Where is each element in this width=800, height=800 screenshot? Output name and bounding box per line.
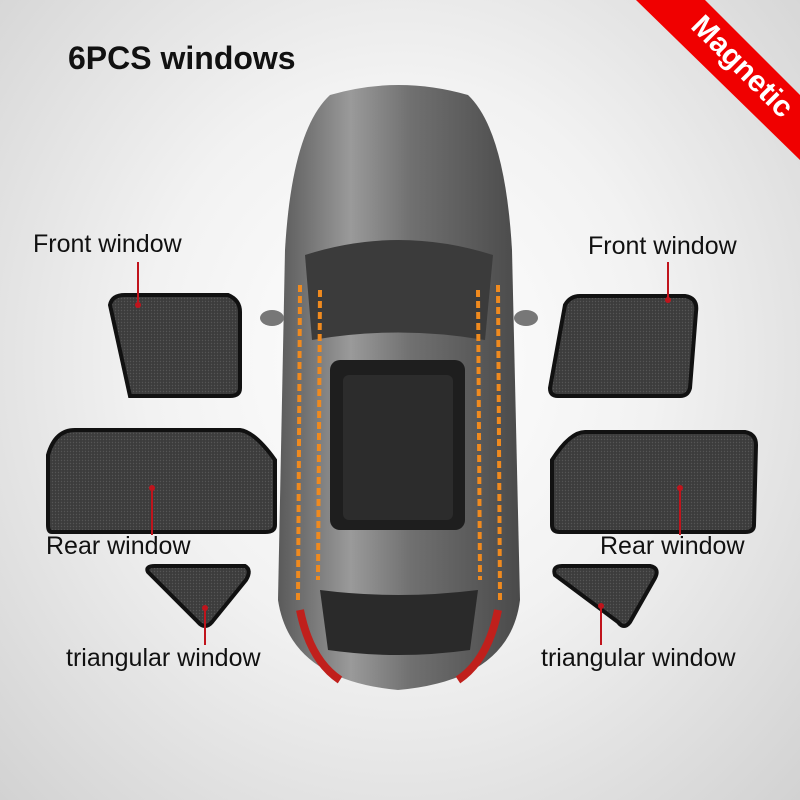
label-right-front-window: Front window [588, 232, 737, 260]
page-title: 6PCS windows [68, 40, 296, 76]
magnetic-banner [636, 0, 800, 160]
label-left-front-window: Front window [33, 230, 182, 258]
pointer-lines [137, 262, 681, 645]
left-rear-window-shade [46, 428, 277, 534]
right-front-window-shade [547, 294, 699, 398]
label-left-rear-window: Rear window [46, 532, 191, 560]
label-right-rear-window: Rear window [600, 532, 745, 560]
label-left-triangular-window: triangular window [66, 644, 261, 672]
right-triangular-window-shade [552, 564, 659, 628]
car-top-view [260, 85, 538, 690]
left-front-window-shade [107, 293, 242, 398]
label-right-triangular-window: triangular window [541, 644, 736, 672]
right-rear-window-shade [550, 430, 759, 534]
left-triangular-window-shade [145, 564, 251, 628]
